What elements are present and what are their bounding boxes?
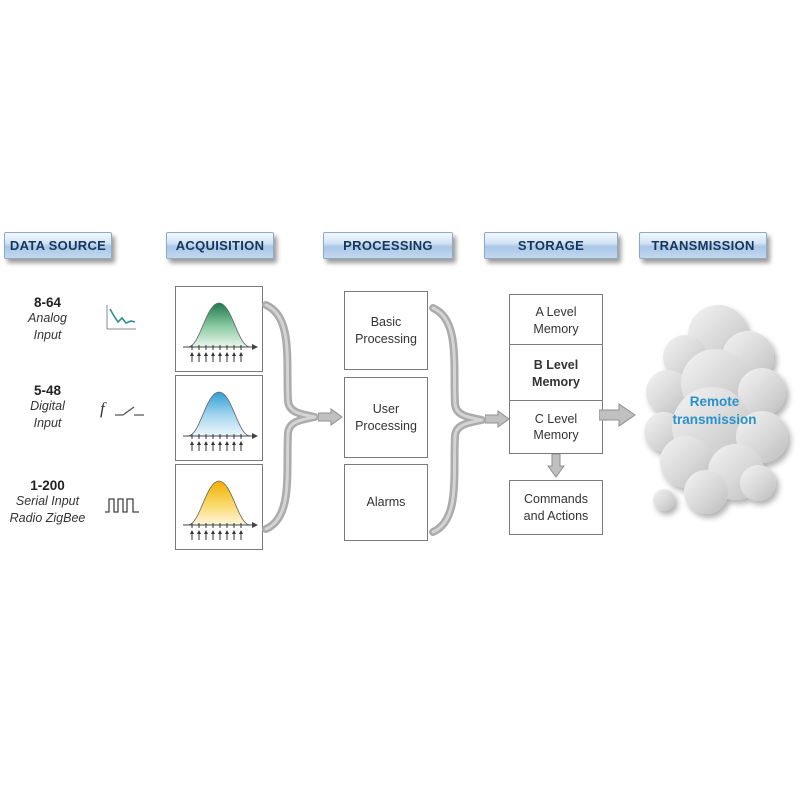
cloud-label: Remote transmission xyxy=(672,394,757,428)
header-storage: STORAGE xyxy=(484,232,618,259)
line-chart-icon xyxy=(106,305,136,330)
bell-curve-green xyxy=(182,302,258,362)
bell-curve-yellow xyxy=(182,480,258,540)
bell-curve-blue xyxy=(182,391,258,451)
box-label: B Level Memory xyxy=(532,358,580,389)
down-arrow-icon xyxy=(547,454,565,478)
source-name: Radio ZigBee xyxy=(9,510,86,525)
source-name: Analog xyxy=(28,311,67,325)
channel-count: 5-48 xyxy=(33,383,62,398)
data-source-row-digital: 5-48 Digital Input xyxy=(5,383,90,432)
header-transmission: TRANSMISSION xyxy=(639,232,767,259)
storage-box-a-level: A Level Memory xyxy=(509,294,603,347)
processing-box-alarms: Alarms xyxy=(344,464,428,541)
storage-box-c-level: C Level Memory xyxy=(509,400,603,454)
data-source-row-serial: 1-200 Serial Input Radio ZigBee xyxy=(5,478,90,527)
acquisition-chart-serial xyxy=(175,464,263,550)
box-label: A Level Memory xyxy=(533,305,579,336)
channel-count: 1-200 xyxy=(30,478,65,493)
source-name: Input xyxy=(33,415,62,430)
header-acquisition: ACQUISITION xyxy=(166,232,274,259)
box-label: Commands and Actions xyxy=(523,492,589,523)
acquisition-chart-analog xyxy=(175,286,263,372)
source-name: Serial Input xyxy=(15,494,80,508)
data-source-row-analog: 8-64 Analog Input xyxy=(5,295,90,344)
acquisition-chart-digital xyxy=(175,375,263,461)
flow-arrow-icon xyxy=(485,410,510,428)
source-name: Input xyxy=(33,327,62,342)
pulse-wave-icon xyxy=(105,498,139,513)
svg-text:f: f xyxy=(100,399,107,418)
header-processing: PROCESSING xyxy=(323,232,453,259)
channel-count: 8-64 xyxy=(33,295,62,310)
processing-box-basic: Basic Processing xyxy=(344,291,428,370)
box-label: C Level Memory xyxy=(533,411,579,442)
storage-box-b-level: B Level Memory xyxy=(509,344,603,403)
cloud-shape xyxy=(644,305,788,514)
box-label: Basic Processing xyxy=(355,315,417,346)
header-data-source: DATA SOURCE xyxy=(4,232,112,259)
flow-arrow-icon xyxy=(599,403,636,427)
source-name: Digital xyxy=(30,399,65,413)
merge-bracket-icon xyxy=(429,304,486,536)
flow-arrow-icon xyxy=(318,408,343,426)
box-label: Alarms xyxy=(366,495,406,510)
box-label: User Processing xyxy=(355,402,417,433)
frequency-switch-icon: f xyxy=(100,399,144,418)
processing-box-user: User Processing xyxy=(344,377,428,458)
merge-bracket-icon xyxy=(262,301,319,533)
commands-actions-box: Commands and Actions xyxy=(509,480,603,535)
